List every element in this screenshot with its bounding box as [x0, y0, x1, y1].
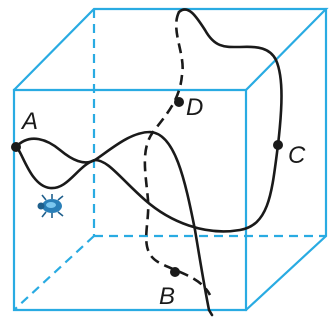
curve-points: [11, 97, 283, 277]
curve-visible-parts: [14, 8, 283, 317]
label-a: A: [20, 108, 38, 135]
cube-top-face: [12, 7, 329, 92]
point-a: [11, 142, 21, 152]
curve-hidden-parts: [143, 11, 212, 296]
point-b: [170, 267, 180, 277]
hidden-edge-bottom-left-depth: [13, 235, 95, 311]
label-d: D: [186, 94, 203, 121]
point-c: [273, 140, 283, 150]
label-b: B: [159, 283, 175, 310]
bug-icon: [37, 194, 64, 218]
curve-solid-lower: [14, 130, 214, 317]
cube-right-face: [244, 7, 328, 312]
cube-visible-edges: [12, 7, 329, 312]
curve-dashed-segment: [143, 11, 212, 296]
curve-solid-upper: [14, 8, 283, 233]
point-labels: A D C B: [20, 94, 306, 310]
cube-hidden-edges: [13, 9, 326, 311]
point-d: [174, 97, 184, 107]
label-c: C: [288, 142, 306, 169]
